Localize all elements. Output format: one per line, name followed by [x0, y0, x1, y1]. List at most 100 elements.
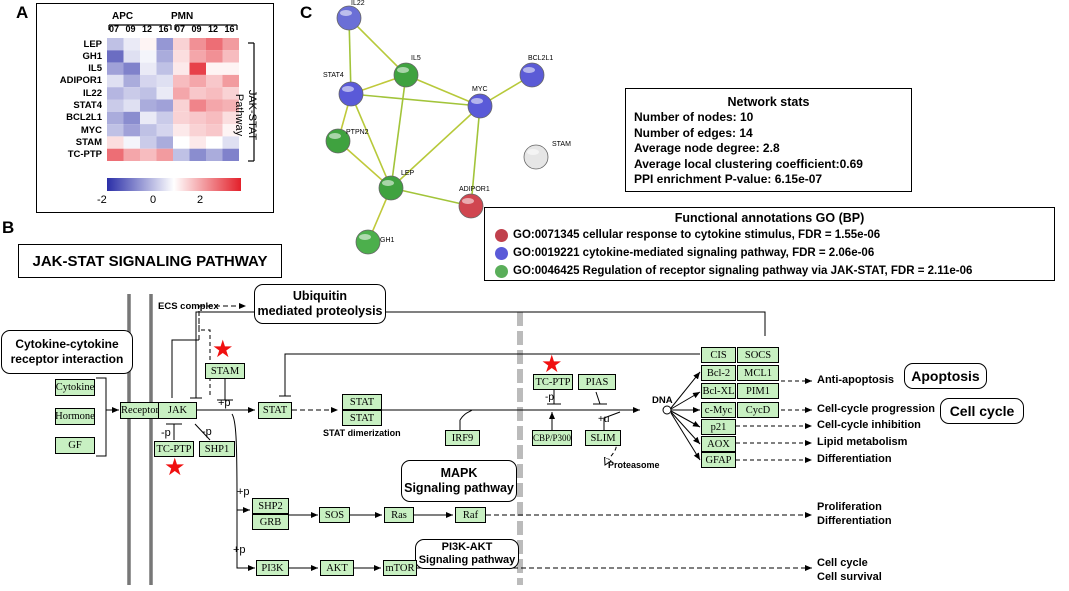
ecs-complex-label: ECS complex: [158, 301, 219, 312]
heatmap-cell: [173, 148, 190, 161]
heatmap-cell: [156, 62, 173, 75]
gene-mcl1: MCL1: [737, 365, 779, 381]
network-edge: [390, 105, 481, 189]
gene-cis: CIS: [701, 347, 736, 363]
heatmap-cell: [189, 62, 206, 75]
gene-socs: SOCS: [737, 347, 779, 363]
stat-clustering: Average local clustering coefficient:0.6…: [634, 156, 863, 171]
heatmap-cell: [222, 74, 239, 88]
heatmap-column-label: 16: [224, 24, 235, 34]
heatmap-cell: [156, 148, 173, 161]
output-cell-cycle: Cell cycle: [817, 557, 868, 569]
heatmap-cell: [107, 99, 124, 112]
heatmap-cell: [123, 87, 140, 100]
stat-dimerization-label: STAT dimerization: [323, 428, 401, 438]
heatmap-cell: [140, 124, 157, 137]
output-differentiation-1: Differentiation: [817, 453, 892, 465]
heatmap-cell: [123, 62, 140, 75]
gene-shp1: SHP1: [199, 441, 235, 457]
gene-p21: p21: [701, 419, 736, 435]
gene-pias: PIAS: [578, 374, 616, 390]
output-cell-cycle-progression: Cell-cycle progression: [817, 403, 935, 415]
ubiquitination-label: +u: [598, 414, 610, 425]
gene-c-myc: c-Myc: [701, 402, 736, 418]
gene-pi3k: PI3K: [256, 560, 289, 576]
heatmap-cell: [206, 87, 223, 100]
gene-stat-dimer-b: STAT: [342, 410, 382, 426]
heatmap-cell: [222, 87, 239, 100]
heatmap-row-label: BCL2L1: [66, 112, 102, 124]
heatmap-row-label: LEP: [83, 38, 102, 50]
gene-gfap: GFAP: [701, 452, 736, 468]
gene-stam: STAM: [205, 363, 245, 379]
panel-label-b: B: [2, 218, 15, 237]
heatmap-row-label: STAM: [75, 136, 102, 148]
heatmap-cell: [123, 148, 140, 161]
panel-label-a: A: [16, 3, 29, 22]
go-item-2: GO:0019221 cytokine-mediated signaling p…: [495, 244, 1044, 262]
go-text: GO:0019221 cytokine-mediated signaling p…: [513, 247, 875, 259]
network-node-label: ADIPOR1: [459, 186, 490, 193]
apoptosis-box: Apoptosis: [904, 363, 987, 389]
heatmap-cell: [206, 111, 223, 125]
functional-title: Functional annotations GO (BP): [674, 211, 865, 225]
heatmap-cell: [206, 74, 223, 88]
heatmap-cell: [222, 148, 239, 161]
heatmap-cell: [206, 148, 223, 161]
heatmap-column-label: 07: [175, 24, 186, 34]
heatmap-cell: [123, 38, 140, 51]
go-color-dot: [495, 264, 508, 278]
heatmap-cell: [173, 136, 190, 149]
network-edge: [470, 105, 481, 207]
gene-akt: AKT: [320, 560, 354, 576]
heatmap-cell: [189, 148, 206, 161]
output-cell-survival: Cell survival: [817, 571, 882, 583]
star-icon: ★: [164, 454, 186, 481]
heatmap-cell: [140, 50, 157, 63]
dephospho-label-2: -p: [202, 426, 212, 438]
ubiquitin-box: Ubiquitin mediated proteolysis: [254, 284, 386, 324]
gene-ras: Ras: [384, 507, 414, 523]
heatmap-cell: [206, 99, 223, 112]
heatmap-cell: [107, 124, 124, 137]
gene-bcl-xl: Bcl-XL: [701, 383, 736, 399]
heatmap-cell: [206, 38, 223, 51]
group-label-pmn: PMN: [171, 11, 194, 22]
gene-pim1: PIM1: [737, 383, 779, 399]
cell-cycle-box: Cell cycle: [940, 398, 1024, 424]
heatmap-cell: [173, 99, 190, 112]
heatmap-cell: [206, 62, 223, 75]
heatmap-column-label: 09: [191, 24, 202, 34]
heatmap-cell: [156, 136, 173, 149]
dephospho-label-3: -p: [545, 392, 554, 403]
gene-stat-dimer-a: STAT: [342, 394, 382, 410]
go-color-dot: [495, 228, 508, 242]
heatmap-cell: [173, 124, 190, 137]
heatmap-cell: [222, 124, 239, 137]
gene-stat: STAT: [258, 402, 292, 419]
dephospho-label-1: -p: [161, 427, 171, 439]
heatmap-row-label: TC-PTP: [67, 149, 102, 161]
gene-mtor: mTOR: [383, 560, 417, 576]
heatmap-cell: [189, 38, 206, 51]
network-node-label: BCL2L1: [528, 55, 554, 62]
heatmap-cell: [123, 136, 140, 149]
gene-receptor: Receptor: [120, 402, 160, 419]
heatmap-cell: [123, 74, 140, 88]
network-edge: [348, 17, 407, 76]
heatmap-cell: [140, 99, 157, 112]
colorbar: [107, 178, 241, 191]
heatmap-cell: [222, 136, 239, 149]
proteasome-label: Proteasome: [608, 460, 660, 470]
network-stats-title: Network stats: [727, 95, 810, 109]
heatmap-cell: [189, 99, 206, 112]
panel-label-c: C: [300, 3, 313, 22]
heatmap-row-label: MYC: [80, 124, 102, 136]
heatmap-cell: [123, 50, 140, 63]
output-differentiation-2: Differentiation: [817, 515, 892, 527]
network-edge: [350, 93, 392, 189]
heatmap-cell: [140, 87, 157, 100]
gene-raf: Raf: [455, 507, 486, 523]
heatmap-cell: [107, 74, 124, 88]
colorbar-tick-mid: 0: [150, 194, 157, 206]
